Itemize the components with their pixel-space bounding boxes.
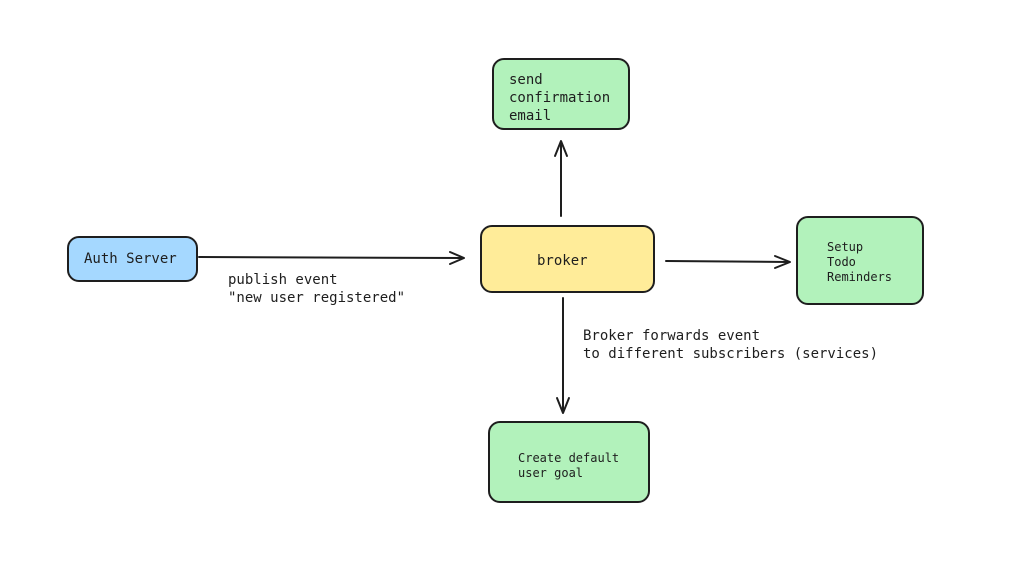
broker-node: broker <box>480 225 655 293</box>
broker-label: broker <box>537 253 588 269</box>
goal-service-node: Create default user goal <box>488 421 650 503</box>
auth-server-label: Auth Server <box>84 251 177 267</box>
todo-service-label: Setup Todo Reminders <box>827 240 893 284</box>
publish-event-label: publish event "new user registered" <box>228 272 406 306</box>
email-service-node: send confirmation email <box>492 58 630 130</box>
arrow-broker-to-email <box>554 140 568 217</box>
goal-service-label: Create default user goal <box>518 451 620 480</box>
arrow-broker-to-todo <box>665 255 791 269</box>
broker-forwards-label: Broker forwards event to different subsc… <box>583 328 879 362</box>
todo-service-node: Setup Todo Reminders <box>796 216 924 305</box>
arrow-broker-to-goal <box>556 297 570 414</box>
arrow-auth-to-broker <box>198 251 465 265</box>
auth-server-node: Auth Server <box>67 236 198 282</box>
email-service-label: send confirmation email <box>509 72 611 124</box>
